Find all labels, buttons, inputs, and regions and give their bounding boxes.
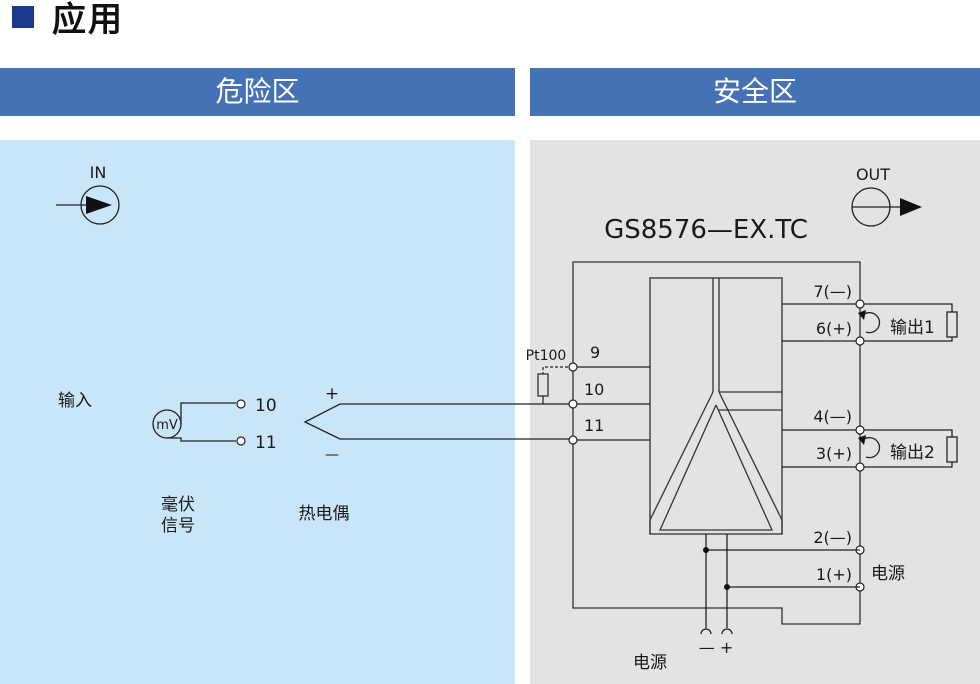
output2-label: 输出2 bbox=[890, 443, 935, 463]
terminal-6 bbox=[855, 336, 865, 346]
pt100-resistor bbox=[537, 366, 573, 404]
mv-label: mV bbox=[156, 418, 178, 433]
danger-zone-header: 危险区 bbox=[0, 68, 515, 116]
title-square-icon bbox=[12, 6, 34, 28]
tc-minus: — bbox=[325, 447, 339, 463]
module-outline bbox=[572, 261, 861, 625]
left-terminal-11: 11 bbox=[255, 433, 277, 453]
out-arrow-icon bbox=[851, 187, 922, 227]
current-arrow-icon-1 bbox=[858, 310, 866, 320]
mv-signal-line1: 毫伏 bbox=[161, 495, 195, 515]
terminal-11-left bbox=[236, 436, 246, 446]
terminal-7 bbox=[855, 299, 865, 309]
right-terminal-9: 9 bbox=[590, 343, 600, 362]
terminal-10 bbox=[568, 399, 578, 409]
terminal-4 bbox=[855, 425, 865, 435]
current-arrow-icon-2 bbox=[858, 435, 866, 445]
in-arrow-icon bbox=[56, 185, 120, 225]
right-terminal-10: 10 bbox=[584, 380, 604, 399]
page-title: 应用 bbox=[52, 0, 124, 40]
mv-signal-line2: 信号 bbox=[161, 516, 195, 536]
output-terminal-wires bbox=[782, 303, 958, 468]
out-terminal-1: 1(+) bbox=[816, 565, 852, 584]
in-label: IN bbox=[90, 163, 107, 182]
terminal-9 bbox=[568, 362, 578, 372]
out-terminal-6: 6(+) bbox=[816, 319, 852, 338]
danger-zone-area bbox=[0, 140, 515, 684]
terminal-11 bbox=[568, 435, 578, 445]
out-terminal-4: 4(—) bbox=[813, 407, 852, 426]
safe-zone-area bbox=[530, 140, 980, 684]
out-terminal-7: 7(—) bbox=[813, 282, 852, 301]
junction-dot-1 bbox=[703, 547, 709, 553]
isolation-symbol bbox=[649, 278, 783, 534]
terminal-10-left bbox=[236, 399, 246, 409]
power-signs: — + bbox=[699, 638, 734, 657]
thermocouple-wires bbox=[303, 403, 573, 440]
input-terminal-wires bbox=[573, 366, 650, 441]
power-label-right: 电源 bbox=[871, 564, 905, 584]
isolation-block bbox=[649, 277, 783, 535]
terminal-3 bbox=[855, 462, 865, 472]
out-label: OUT bbox=[856, 165, 890, 184]
tc-plus: + bbox=[325, 384, 339, 404]
pt100-label: Pt100 bbox=[526, 348, 567, 364]
model-name: GS8576—EX.TC bbox=[604, 215, 808, 245]
thermocouple-label: 热电偶 bbox=[299, 504, 350, 524]
input-label: 输入 bbox=[58, 391, 92, 411]
right-terminal-11: 11 bbox=[584, 416, 604, 435]
left-terminal-10: 10 bbox=[255, 396, 277, 416]
safe-zone-header: 安全区 bbox=[530, 68, 980, 116]
millivolt-source bbox=[152, 402, 236, 442]
power-wires bbox=[700, 534, 860, 635]
junction-dot-2 bbox=[724, 584, 730, 590]
out-terminal-3: 3(+) bbox=[816, 444, 852, 463]
out-terminal-2: 2(—) bbox=[813, 528, 852, 547]
power-label-bottom: 电源 bbox=[633, 653, 667, 673]
output1-label: 输出1 bbox=[890, 318, 935, 338]
